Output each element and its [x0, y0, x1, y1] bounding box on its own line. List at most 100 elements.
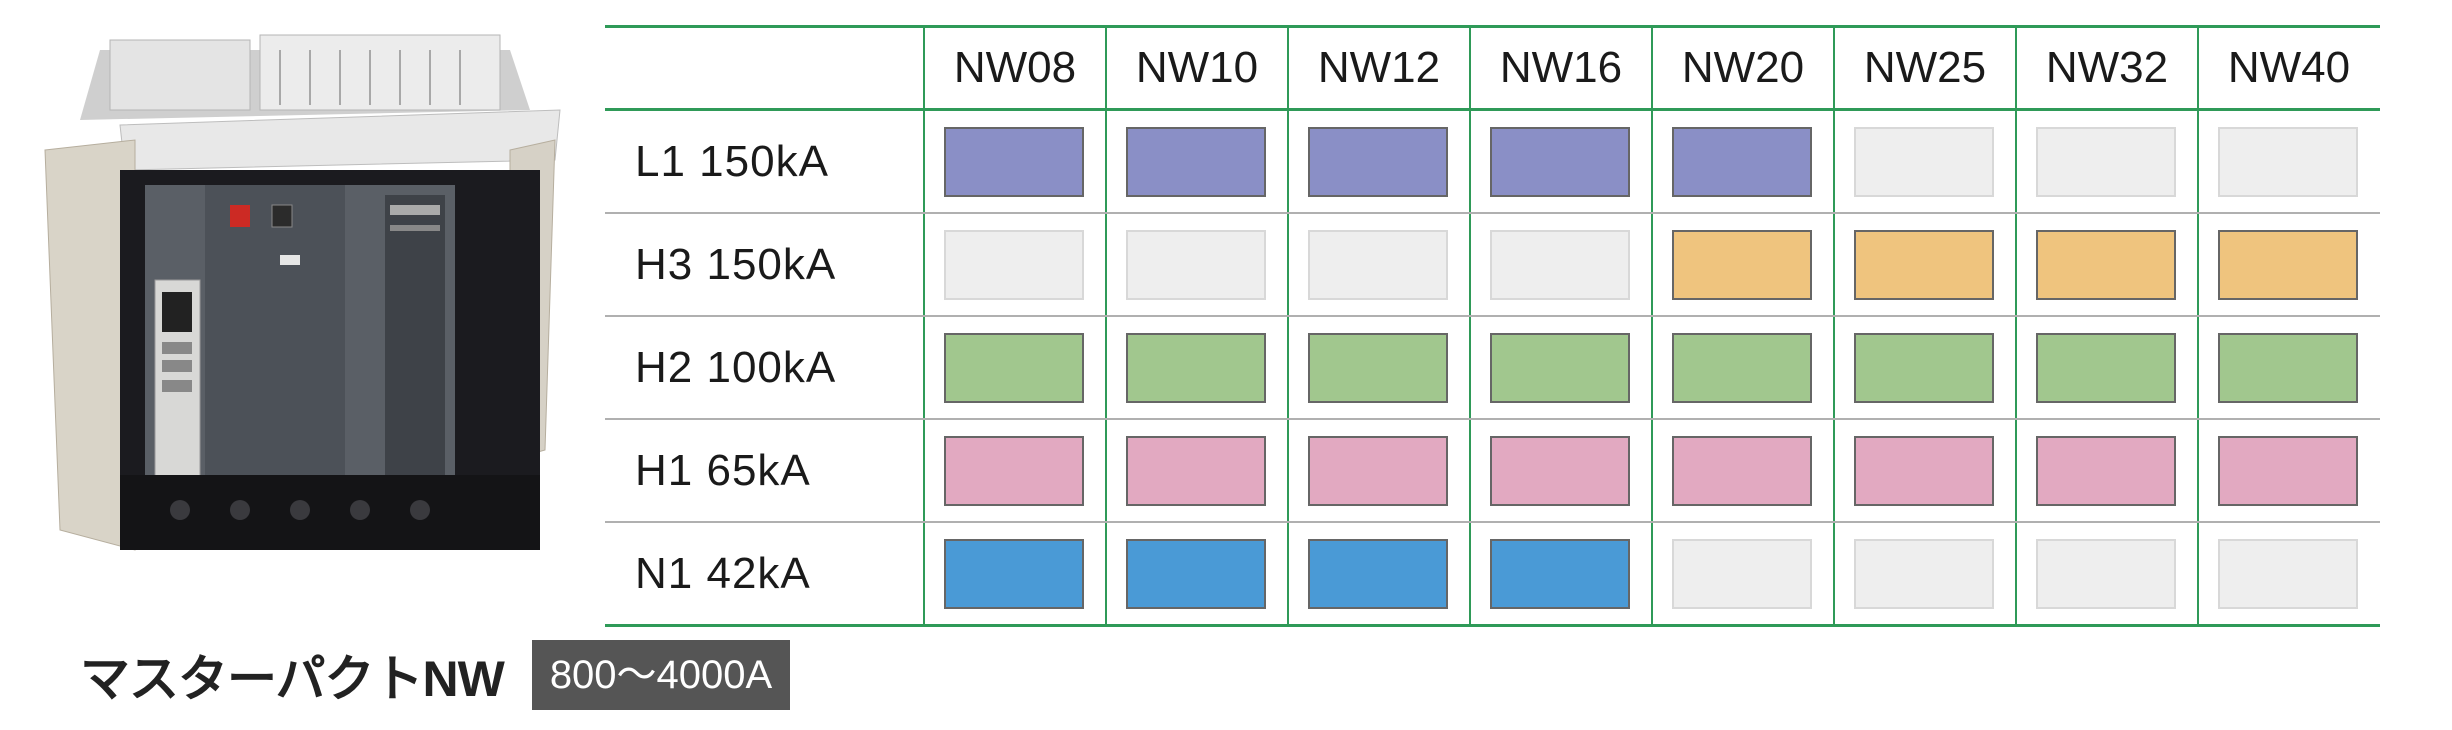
available-swatch	[1308, 333, 1448, 403]
column-header-nw40: NW40	[2197, 28, 2379, 108]
column-header-nw16: NW16	[1469, 28, 1651, 108]
matrix-cell	[1833, 523, 2015, 624]
matrix-cell	[2197, 420, 2379, 521]
available-swatch	[944, 333, 1084, 403]
product-caption: マスターパクトNW 800〜4000A	[80, 640, 791, 710]
matrix-cell	[923, 111, 1105, 212]
matrix-cell	[1833, 214, 2015, 315]
available-swatch	[2036, 230, 2176, 300]
matrix-cell	[1469, 420, 1651, 521]
matrix-cell	[1833, 111, 2015, 212]
available-swatch	[2036, 436, 2176, 506]
column-header-nw32: NW32	[2015, 28, 2197, 108]
matrix-cell	[1833, 317, 2015, 418]
unavailable-swatch	[1490, 230, 1630, 300]
unavailable-swatch	[1672, 539, 1812, 609]
matrix-cell	[1105, 523, 1287, 624]
matrix-cell	[2015, 111, 2197, 212]
matrix-cell	[1287, 214, 1469, 315]
unavailable-swatch	[1854, 539, 1994, 609]
column-header-nw08: NW08	[923, 28, 1105, 108]
matrix-cell	[2197, 523, 2379, 624]
breaker-photo	[40, 30, 580, 570]
available-swatch	[2218, 230, 2358, 300]
matrix-cell	[923, 214, 1105, 315]
row-label: H3 150kA	[635, 239, 837, 289]
matrix-cell	[2015, 317, 2197, 418]
matrix-cell	[1105, 317, 1287, 418]
unavailable-swatch	[944, 230, 1084, 300]
matrix-cell	[1833, 420, 2015, 521]
matrix-cell	[2015, 420, 2197, 521]
available-swatch	[1490, 333, 1630, 403]
matrix-cell	[1105, 420, 1287, 521]
matrix-cell	[1651, 317, 1833, 418]
available-swatch	[1672, 436, 1812, 506]
available-swatch	[1672, 333, 1812, 403]
available-swatch	[1490, 539, 1630, 609]
row-label: L1 150kA	[635, 136, 829, 186]
matrix-cell	[1651, 111, 1833, 212]
matrix-cell	[1469, 317, 1651, 418]
header-corner-cell	[605, 28, 923, 108]
available-swatch	[1126, 333, 1266, 403]
matrix-cell	[1651, 214, 1833, 315]
matrix-cell	[1651, 420, 1833, 521]
current-range-badge: 800〜4000A	[531, 640, 791, 710]
available-swatch	[1126, 436, 1266, 506]
matrix-cell	[1469, 214, 1651, 315]
matrix-cell	[2197, 111, 2379, 212]
available-swatch	[2036, 333, 2176, 403]
unavailable-swatch	[1308, 230, 1448, 300]
matrix-cell	[1287, 420, 1469, 521]
available-swatch	[1308, 127, 1448, 197]
matrix-cell	[2015, 523, 2197, 624]
available-swatch	[1126, 539, 1266, 609]
matrix-cell	[2197, 317, 2379, 418]
matrix-cell	[923, 420, 1105, 521]
available-swatch	[1854, 333, 1994, 403]
matrix-row-h2: H2 100kA	[605, 317, 2380, 420]
available-swatch	[1854, 436, 1994, 506]
matrix-row-l1: L1 150kA	[605, 111, 2380, 214]
unavailable-swatch	[2036, 127, 2176, 197]
available-swatch	[1490, 127, 1630, 197]
matrix-cell	[1469, 523, 1651, 624]
available-swatch	[944, 436, 1084, 506]
matrix-cell	[1287, 523, 1469, 624]
matrix-cell	[1469, 111, 1651, 212]
matrix-row-h1: H1 65kA	[605, 420, 2380, 523]
unavailable-swatch	[2218, 127, 2358, 197]
column-header-nw20: NW20	[1651, 28, 1833, 108]
available-swatch	[944, 539, 1084, 609]
unavailable-swatch	[1126, 230, 1266, 300]
row-label: H2 100kA	[635, 342, 837, 392]
available-swatch	[1490, 436, 1630, 506]
available-swatch	[1672, 230, 1812, 300]
matrix-row-h3: H3 150kA	[605, 214, 2380, 317]
matrix-row-n1: N1 42kA	[605, 523, 2380, 627]
matrix-cell	[1287, 317, 1469, 418]
matrix-cell	[1105, 111, 1287, 212]
unavailable-swatch	[2036, 539, 2176, 609]
available-swatch	[1672, 127, 1812, 197]
unavailable-swatch	[1854, 127, 1994, 197]
matrix-cell	[2197, 214, 2379, 315]
column-header-nw10: NW10	[1105, 28, 1287, 108]
available-swatch	[1854, 230, 1994, 300]
row-label: H1 65kA	[635, 445, 811, 495]
available-swatch	[1126, 127, 1266, 197]
unavailable-swatch	[2218, 539, 2358, 609]
column-header-nw12: NW12	[1287, 28, 1469, 108]
matrix-cell	[1105, 214, 1287, 315]
matrix-cell	[2015, 214, 2197, 315]
available-swatch	[2218, 436, 2358, 506]
matrix-cell	[923, 317, 1105, 418]
available-swatch	[2218, 333, 2358, 403]
available-swatch	[1308, 539, 1448, 609]
available-swatch	[1308, 436, 1448, 506]
row-label: N1 42kA	[635, 548, 811, 598]
matrix-cell	[923, 523, 1105, 624]
